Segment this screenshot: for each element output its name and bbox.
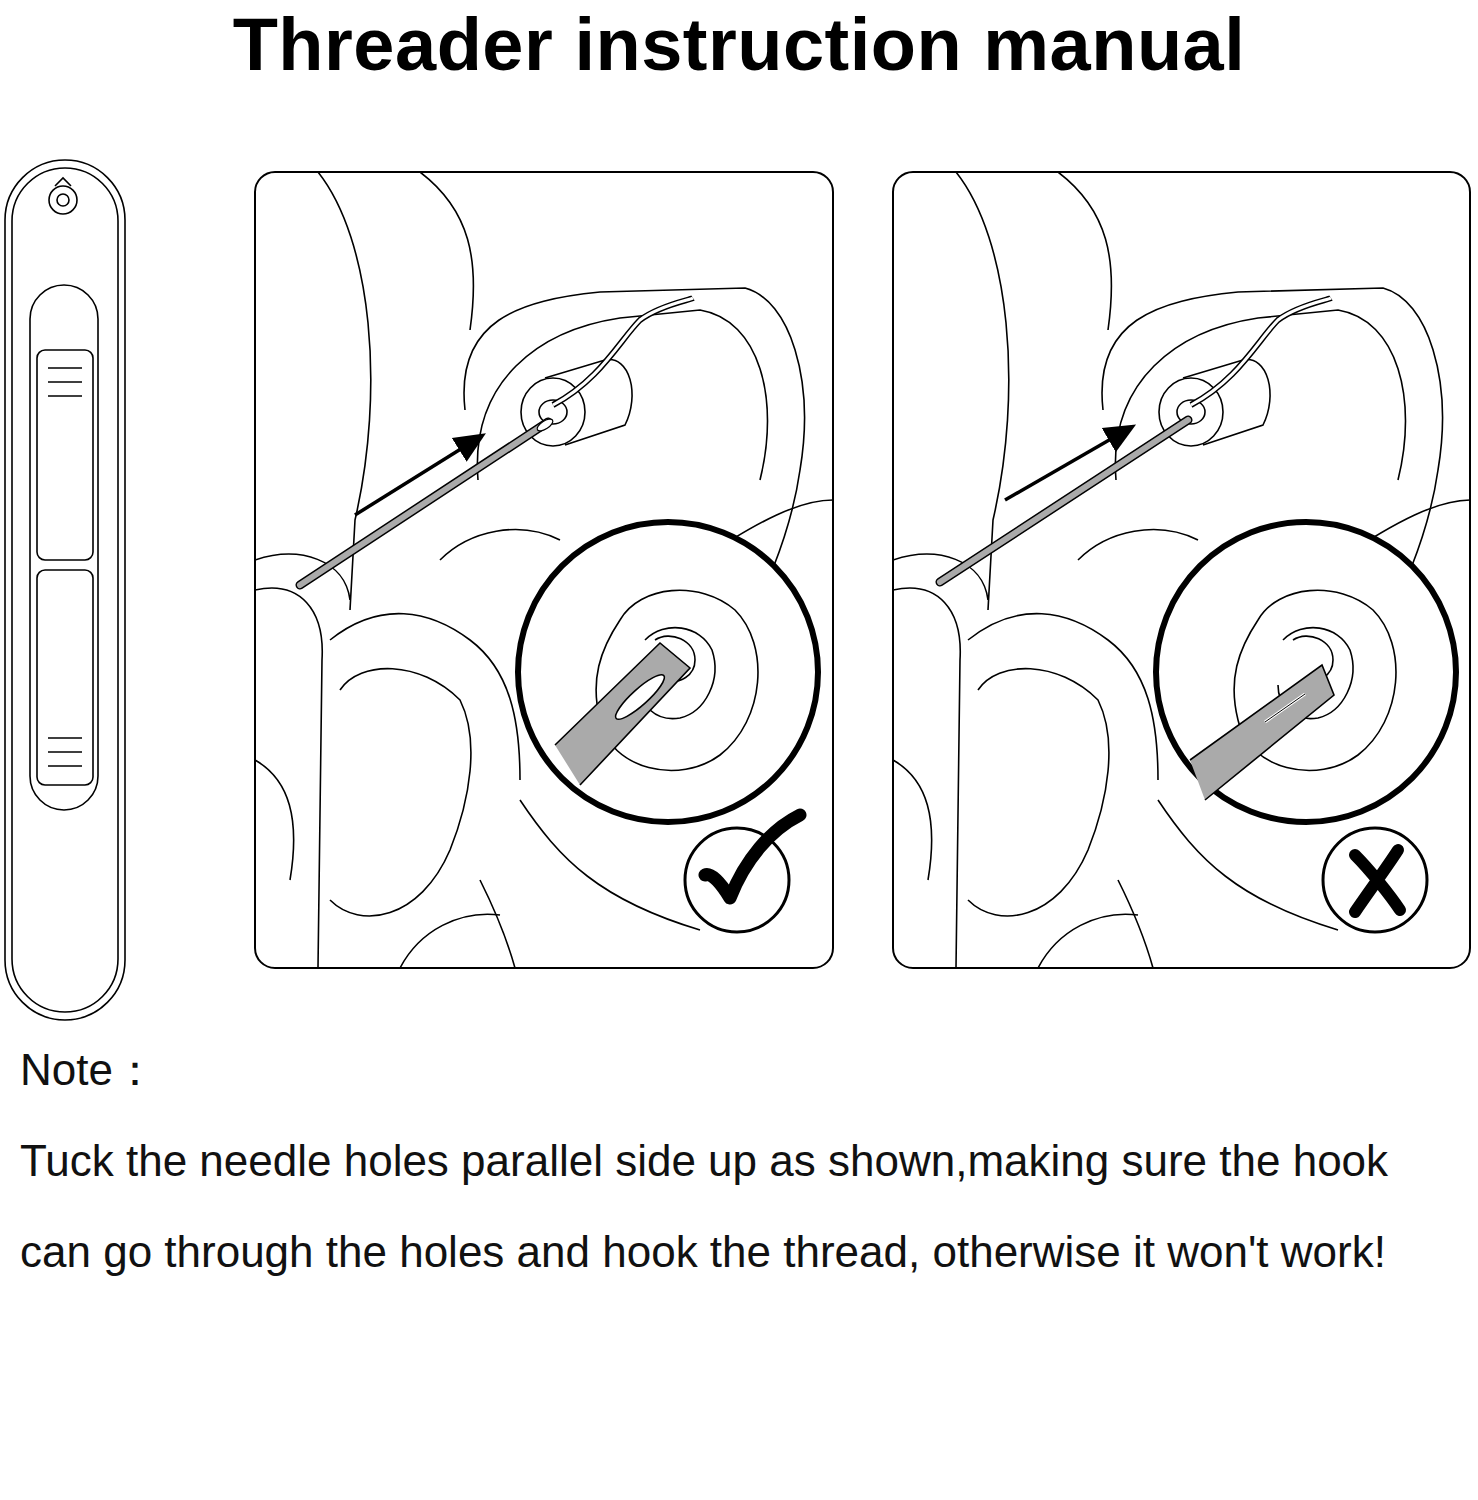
drawing-line <box>940 420 1188 582</box>
drawing-rect <box>893 172 1470 968</box>
drawing-rect <box>12 168 118 1012</box>
drawing-path <box>1190 665 1334 800</box>
drawing-rect <box>5 160 125 1020</box>
drawing-line <box>355 437 480 515</box>
drawing-circle <box>57 194 69 206</box>
drawing-path <box>1355 850 1400 912</box>
drawing-path <box>48 368 82 396</box>
drawing-circle <box>1156 522 1456 822</box>
drawing-ellipse <box>535 417 554 434</box>
drawing-g <box>255 172 833 968</box>
threader-tool <box>5 160 125 1020</box>
drawing-use <box>893 172 1470 968</box>
wrong-panel <box>893 172 1471 968</box>
drawing-path <box>555 643 690 785</box>
drawing-circle <box>1323 828 1427 932</box>
drawing-use <box>255 172 833 968</box>
drawing-line <box>940 420 1188 582</box>
drawing-line <box>1265 694 1305 722</box>
drawing-line <box>1265 694 1305 722</box>
drawing-g <box>893 172 1470 968</box>
drawing-rect <box>30 285 98 810</box>
drawing-circle <box>49 186 77 214</box>
drawing-rect <box>37 350 93 560</box>
drawing-path <box>55 178 71 186</box>
note-text: Tuck the needle holes parallel side up a… <box>20 1115 1465 1297</box>
drawing-line <box>300 422 548 585</box>
drawing-line <box>1005 428 1130 500</box>
drawing-path <box>48 738 82 766</box>
drawing-line <box>300 422 548 585</box>
drawing-circle <box>518 522 818 822</box>
page-title: Threader instruction manual <box>0 0 1478 90</box>
correct-panel <box>255 172 833 968</box>
drawing-ellipse <box>611 670 669 725</box>
drawing-path <box>705 815 800 898</box>
drawing-rect <box>255 172 833 968</box>
note-heading: Note： <box>20 1040 157 1100</box>
drawing-rect <box>37 570 93 785</box>
